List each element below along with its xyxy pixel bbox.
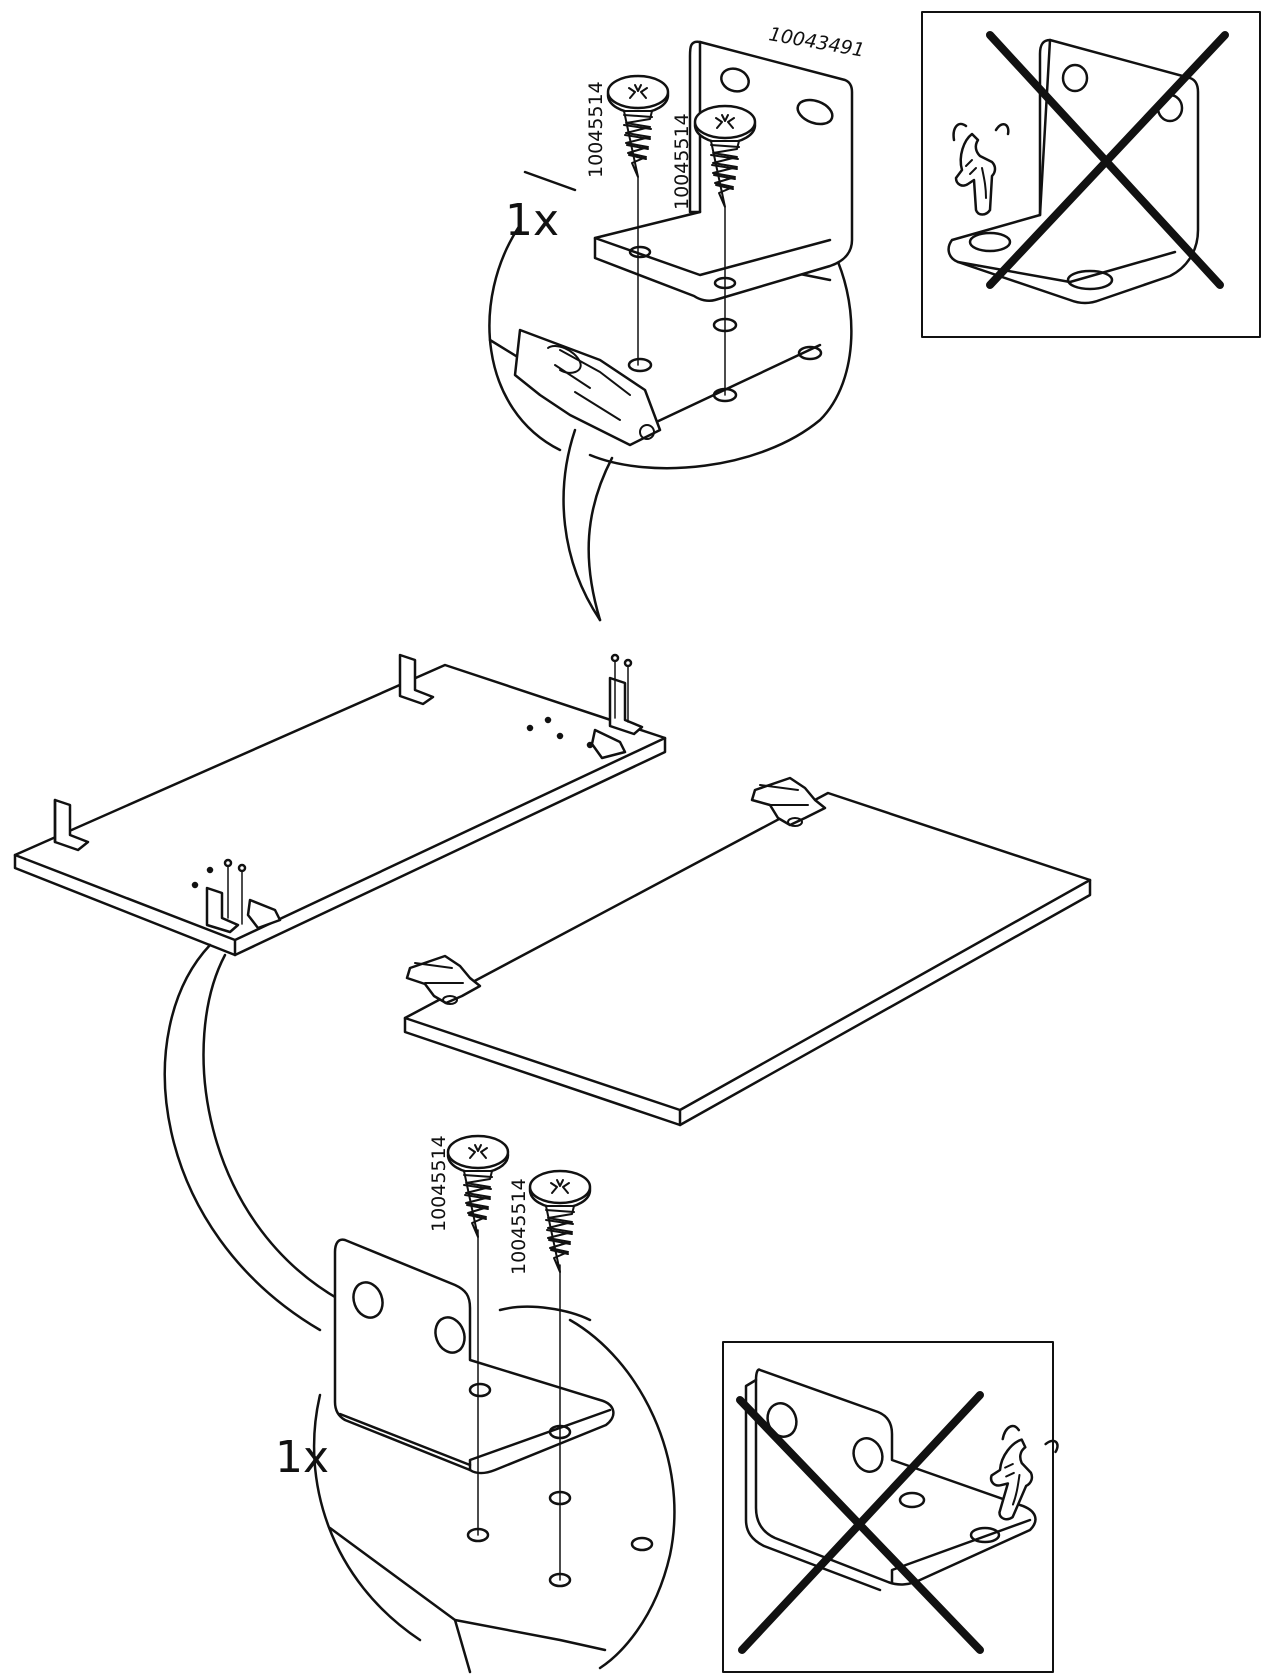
- wrong-finger-bracket-icon: [744, 1368, 1061, 1592]
- bottom-screw-b-part-number: 10045514: [508, 1178, 530, 1275]
- top-screw-a-part-number: 10045514: [585, 81, 607, 178]
- top-detail-callout: [488, 40, 854, 622]
- right-panel: [403, 776, 1092, 1127]
- bottom-quantity-label: 1x: [275, 1432, 329, 1483]
- warning-box-top: [921, 11, 1261, 338]
- top-quantity-label: 1x: [505, 195, 559, 246]
- bottom-screw-a-part-number: 10045514: [428, 1135, 450, 1232]
- bottom-detail-callout: [163, 943, 676, 1674]
- top-bracket-part-number: 10043491: [767, 23, 866, 61]
- warning-box-bottom: [722, 1341, 1061, 1673]
- left-panel: [13, 653, 667, 957]
- top-screw-b-part-number: 10045514: [671, 113, 693, 210]
- wrong-finger-bracket-icon: [947, 38, 1200, 305]
